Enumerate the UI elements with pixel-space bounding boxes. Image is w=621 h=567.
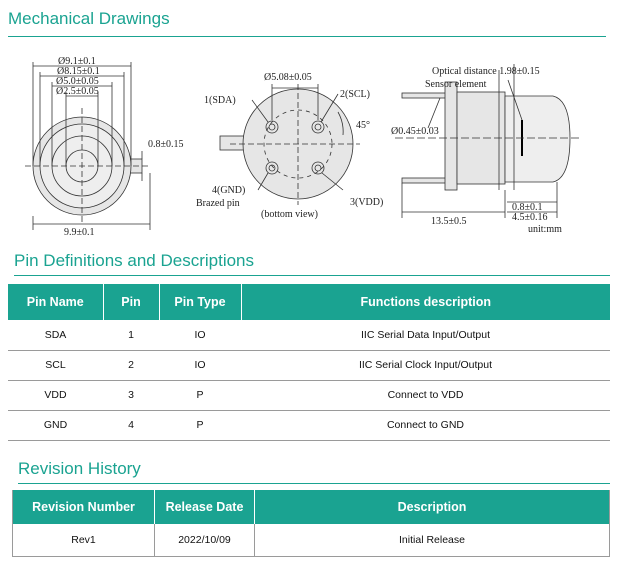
dim-optical: Optical distance 1.98±0.15: [432, 66, 540, 77]
pin-function-cell: IIC Serial Clock Input/Output: [241, 350, 610, 381]
top-view: [25, 62, 151, 230]
bottom-view: [219, 84, 360, 205]
label-bottom-view: (bottom view): [261, 209, 318, 220]
pin-name-cell: VDD: [8, 380, 103, 411]
table-row: VDD 3 P Connect to VDD: [8, 380, 610, 411]
revision-history-rule: [18, 483, 610, 484]
label-scl: 2(SCL): [340, 89, 370, 100]
pin-type-cell: IO: [159, 350, 241, 381]
label-sda: 1(SDA): [204, 95, 236, 106]
dim-d1: Ø9.1±0.1: [58, 56, 96, 67]
pin-number-cell: 1: [103, 320, 159, 351]
description-cell: Initial Release: [254, 524, 610, 557]
dim-s2: 4.5±0.16: [512, 212, 548, 223]
label-brazed: Brazed pin: [196, 198, 240, 209]
revision-history-title: Revision History: [18, 459, 141, 478]
pin-number-cell: 4: [103, 410, 159, 441]
dim-d2: Ø8.15±0.1: [57, 66, 100, 77]
side-view: [395, 64, 580, 218]
dim-d4: Ø2.5±0.05: [56, 86, 99, 97]
header-pin-name: Pin Name: [8, 284, 104, 320]
revision-number-cell: Rev1: [12, 524, 155, 557]
mechanical-drawing-svg: Ø9.1±0.1 Ø8.15±0.1 Ø5.0±0.05 Ø2.5±0.05 0…: [25, 56, 580, 238]
dim-tab: 0.8±0.15: [148, 139, 184, 150]
revision-table-header: Revision Number Release Date Description: [12, 490, 610, 524]
pin-number-cell: 2: [103, 350, 159, 381]
pin-name-cell: GND: [8, 410, 103, 441]
header-revision-number: Revision Number: [12, 490, 155, 524]
pin-definitions-title: Pin Definitions and Descriptions: [14, 251, 255, 270]
dim-pin-diameter: Ø0.45±0.03: [391, 126, 439, 137]
header-description: Description: [254, 490, 610, 524]
pin-type-cell: IO: [159, 320, 241, 351]
header-functions: Functions description: [241, 284, 610, 320]
dim-s1: 0.8±0.1: [512, 202, 543, 213]
mechanical-drawing: Ø9.1±0.1 Ø8.15±0.1 Ø5.0±0.05 Ø2.5±0.05 0…: [0, 40, 621, 240]
mechanical-drawings-title: Mechanical Drawings: [8, 9, 170, 28]
pin-definitions-rule: [14, 275, 610, 276]
pin-function-cell: Connect to VDD: [241, 380, 610, 411]
label-angle: 45°: [356, 120, 370, 131]
dim-pcd: Ø5.08±0.05: [264, 72, 312, 83]
dim-width: 9.9±0.1: [64, 227, 95, 238]
pin-name-cell: SDA: [8, 320, 103, 351]
pin-definitions-table: Pin Name Pin Pin Type Functions descript…: [8, 284, 610, 441]
pin-name-cell: SCL: [8, 350, 103, 381]
pin-function-cell: Connect to GND: [241, 410, 610, 441]
header-pin-type: Pin Type: [159, 284, 242, 320]
header-release-date: Release Date: [154, 490, 255, 524]
pin-table-header: Pin Name Pin Pin Type Functions descript…: [8, 284, 610, 320]
table-row: SDA 1 IO IIC Serial Data Input/Output: [8, 320, 610, 351]
table-row: SCL 2 IO IIC Serial Clock Input/Output: [8, 350, 610, 381]
release-date-cell: 2022/10/09: [154, 524, 255, 557]
label-vdd: 3(VDD): [350, 197, 383, 208]
pin-type-cell: P: [159, 380, 241, 411]
pin-type-cell: P: [159, 410, 241, 441]
pin-function-cell: IIC Serial Data Input/Output: [241, 320, 610, 351]
table-row: Rev1 2022/10/09 Initial Release: [12, 524, 610, 557]
mechanical-rule: [8, 36, 606, 37]
pin-number-cell: 3: [103, 380, 159, 411]
revision-history-table: Revision Number Release Date Description…: [12, 490, 610, 557]
table-row: GND 4 P Connect to GND: [8, 410, 610, 441]
label-unit: unit:mm: [528, 224, 562, 235]
label-gnd: 4(GND): [212, 185, 245, 196]
header-pin: Pin: [103, 284, 160, 320]
label-sensor: Sensor element: [425, 79, 487, 90]
dim-d3: Ø5.0±0.05: [56, 76, 99, 87]
dim-length: 13.5±0.5: [431, 216, 467, 227]
